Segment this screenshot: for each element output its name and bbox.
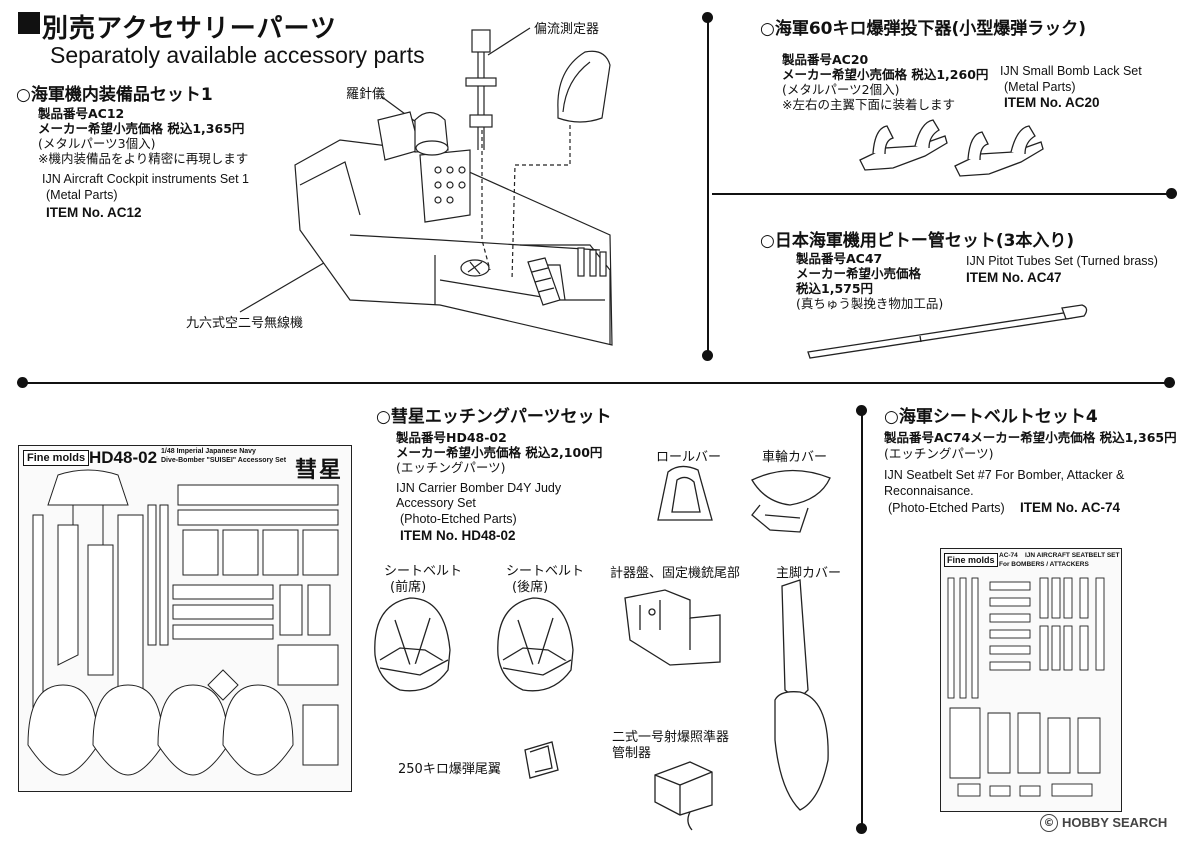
- ac74-sheet-brand: Fine molds: [944, 553, 998, 567]
- ac74-sheet-desc1: IJN AIRCRAFT SEATBELT SET: [1025, 552, 1120, 559]
- callout-radio: 九六式空二号無線機: [186, 316, 304, 331]
- ac74-english-name: IJN Seatbelt Set #7 For Bomber, Attacker…: [884, 468, 1125, 482]
- ac20-note: ※左右の主翼下面に装着します: [782, 97, 955, 112]
- hd4802-sheet-brand: Fine molds: [23, 450, 90, 466]
- ac74-code-price: 製品番号AC74メーカー希望小売価格 税込1,365円: [884, 430, 1177, 445]
- ac12-parts: (メタルパーツ3個入): [38, 136, 156, 151]
- ac20-code: 製品番号AC20: [782, 52, 869, 67]
- watermark-text: HOBBY SEARCH: [1062, 815, 1168, 830]
- hd4802-sheet-parts: [27, 469, 339, 776]
- hd4802-code: 製品番号HD48-02: [396, 430, 507, 445]
- divider-dot: [856, 823, 867, 834]
- ac12-note: ※機内装備品をより精密に再現します: [38, 151, 249, 166]
- hd4802-parts: (エッチングパーツ): [396, 460, 506, 475]
- ac20-english-name: IJN Small Bomb Lack Set: [1000, 64, 1142, 78]
- label-seatbelt-front: シートベルト: [384, 564, 463, 579]
- watermark-logo-icon: ©: [1040, 814, 1058, 832]
- hd4802-price: メーカー希望小売価格 税込2,100円: [396, 445, 603, 460]
- ac47-code: 製品番号AC47: [796, 251, 883, 266]
- hd4802-english-name-2: Accessory Set: [396, 496, 476, 510]
- ac74-sheet-parts: [947, 577, 1105, 797]
- label-bomb-sight-2: 管制器: [612, 746, 652, 761]
- callout-compass: 羅針儀: [346, 87, 386, 102]
- ac74-sheet-desc2: For BOMBERS / ATTACKERS: [999, 561, 1089, 568]
- ac12-english-name: IJN Aircraft Cockpit instruments Set 1: [42, 172, 250, 186]
- ac74-english-type: (Photo-Etched Parts): [888, 501, 1005, 515]
- ac74-item-number: ITEM No. AC-74: [1020, 500, 1121, 515]
- label-seatbelt-front-pos: (前席): [390, 580, 427, 595]
- hd4802-sheet-kanji: 彗星: [295, 458, 344, 483]
- ac20-parts: (メタルパーツ2個入): [782, 82, 900, 97]
- page-subtitle: Separatoly available accessory parts: [50, 42, 425, 68]
- ac47-english-name: IJN Pitot Tubes Set (Turned brass): [966, 254, 1158, 268]
- label-gear-cover: 主脚カバー: [776, 566, 842, 581]
- ac12-english-type: (Metal Parts): [46, 188, 118, 202]
- divider-dot: [702, 350, 713, 361]
- label-instrument-panel: 計器盤、固定機銃尾部: [610, 566, 741, 581]
- label-wheel-cover: 車輪カバー: [762, 450, 828, 465]
- ac20-english-type: (Metal Parts): [1004, 80, 1076, 94]
- divider-middle: [22, 382, 1170, 384]
- ac47-price-label: メーカー希望小売価格: [796, 266, 922, 281]
- ac74-heading: ○海軍シートベルトセット4: [884, 407, 1098, 427]
- ac20-item-number: ITEM No. AC20: [1004, 95, 1100, 110]
- pitot-tube-illustration: [807, 304, 1088, 359]
- ac20-heading: ○海軍60キロ爆弾投下器(小型爆弾ラック): [760, 19, 1087, 39]
- label-seatbelt-rear: シートベルト: [506, 564, 585, 579]
- ac12-code: 製品番号AC12: [38, 106, 125, 121]
- divider-dot: [1164, 377, 1175, 388]
- hd4802-item-number: ITEM No. HD48-02: [400, 528, 516, 543]
- ac12-heading: ○海軍機内装備品セット1: [16, 85, 213, 105]
- ac74-parts: (エッチングパーツ): [884, 446, 994, 461]
- label-bomb-fin: 250キロ爆弾尾翼: [398, 762, 501, 777]
- divider-dot: [17, 377, 28, 388]
- hd4802-sheet-desc1: 1/48 Imperial Japanese Navy: [161, 448, 256, 455]
- hd4802-sheet-desc2: Dive-Bomber "SUISEI" Accessory Set: [161, 457, 287, 464]
- ac47-parts: (真ちゅう製挽き物加工品): [796, 296, 944, 311]
- divider-right-top: [712, 193, 1172, 195]
- ac20-price: メーカー希望小売価格 税込1,260円: [782, 67, 989, 82]
- ac47-price: 税込1,575円: [796, 281, 874, 296]
- divider-bottom-vertical: [861, 410, 863, 830]
- cockpit-illustration: [239, 27, 613, 346]
- divider-dot: [856, 405, 867, 416]
- ac74-sheet-code: AC-74: [999, 552, 1018, 559]
- label-bomb-sight: 二式一号射爆照準器: [612, 730, 730, 745]
- page-title: 別売アクセサリーパーツ: [42, 14, 337, 44]
- bomb-rack-illustration: [859, 119, 1044, 177]
- label-seatbelt-rear-pos: (後席): [512, 580, 549, 595]
- ac12-item-number: ITEM No. AC12: [46, 205, 142, 220]
- ac12-price: メーカー希望小売価格 税込1,365円: [38, 121, 245, 136]
- callout-flow-meter: 偏流測定器: [534, 22, 600, 37]
- ac47-heading: ○日本海軍機用ピトー管セット(3本入り): [760, 231, 1075, 251]
- label-roll-bar: ロールバー: [656, 450, 722, 465]
- hd4802-heading: ○彗星エッチングパーツセット: [376, 407, 612, 427]
- ac74-english-name-2: Reconnaisance.: [884, 484, 974, 498]
- hd4802-english-name: IJN Carrier Bomber D4Y Judy: [396, 481, 562, 495]
- divider-dot: [702, 12, 713, 23]
- divider-dot: [1166, 188, 1177, 199]
- hd4802-sheet-code: HD48-02: [89, 448, 158, 467]
- header-square: [18, 12, 40, 34]
- divider-top-vertical: [707, 16, 709, 360]
- hd4802-english-type: (Photo-Etched Parts): [400, 512, 517, 526]
- ac47-item-number: ITEM No. AC47: [966, 270, 1062, 285]
